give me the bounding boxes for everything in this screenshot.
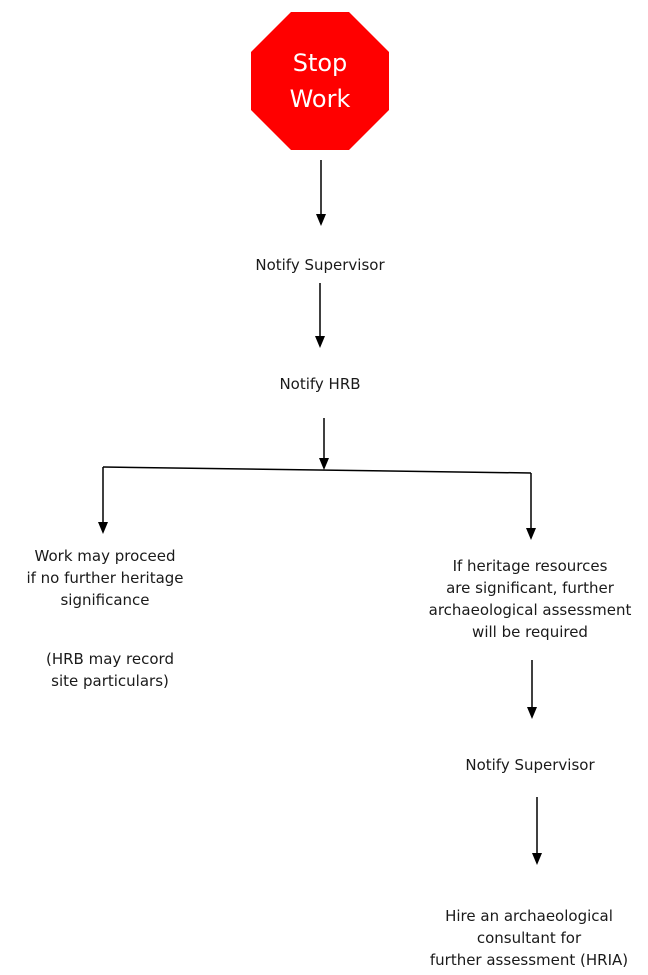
arrowhead-branch-right <box>526 528 536 540</box>
hire-consultant-step: Hire an archaeological consultant for fu… <box>410 905 648 971</box>
significant-line-3: archaeological assessment <box>428 601 632 619</box>
hire-consultant-line-3: further assessment (HRIA) <box>429 951 629 969</box>
hrb-may-record-note: (HRB may record site particulars) <box>10 648 210 692</box>
significant-line-2: are significant, further <box>446 579 614 597</box>
arrowhead-hrb-to-branch <box>319 458 329 470</box>
stop-sign-line-2: Work <box>289 85 351 113</box>
hire-consultant-line-1: Hire an archaeological <box>445 907 613 925</box>
work-may-proceed-line-3: significance <box>60 591 150 609</box>
notify-supervisor-step: Notify Supervisor <box>220 254 420 276</box>
work-may-proceed-line-2: if no further heritage <box>26 569 184 587</box>
arrowhead-supervisor-to-hrb <box>315 336 325 348</box>
work-may-proceed-line-1: Work may proceed <box>34 547 176 565</box>
work-may-proceed-step: Work may proceed if no further heritage … <box>0 545 210 611</box>
stop-sign-line-1: Stop <box>292 49 348 77</box>
branch-horizontal-line <box>102 466 532 474</box>
notify-supervisor-text: Notify Supervisor <box>255 256 385 274</box>
significant-resources-step: If heritage resources are significant, f… <box>400 555 648 643</box>
arrowhead-supervisor-to-hire <box>532 853 542 865</box>
stop-sign-icon <box>251 12 389 150</box>
arrowhead-significant-to-supervisor <box>527 707 537 719</box>
hire-consultant-line-2: consultant for <box>476 929 582 947</box>
notify-supervisor-second-step: Notify Supervisor <box>430 754 630 776</box>
notify-hrb-step: Notify HRB <box>240 373 400 395</box>
stop-sign-octagon <box>251 12 389 150</box>
notify-supervisor-second-text: Notify Supervisor <box>465 756 595 774</box>
stop-sign-text: Stop Work <box>251 12 389 150</box>
hrb-may-record-line-1: (HRB may record <box>46 650 174 668</box>
significant-line-4: will be required <box>472 623 588 641</box>
hrb-may-record-line-2: site particulars) <box>51 672 169 690</box>
notify-hrb-text: Notify HRB <box>279 375 361 393</box>
arrowhead-branch-left <box>98 522 108 534</box>
significant-line-1: If heritage resources <box>452 557 608 575</box>
arrowhead-stop-to-notify-supervisor <box>316 214 326 226</box>
